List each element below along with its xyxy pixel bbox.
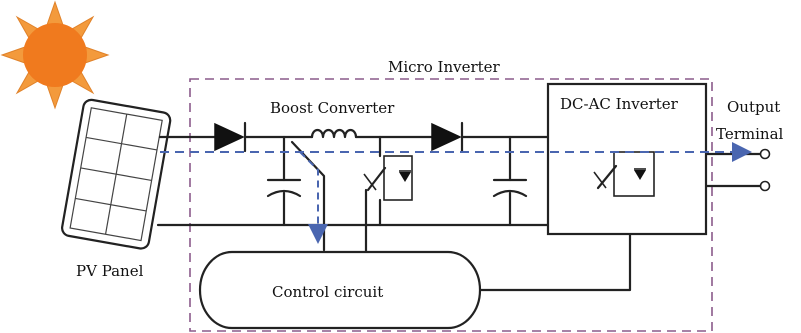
boost-converter-label: Boost Converter	[270, 99, 395, 117]
dc-ac-inverter-box	[546, 82, 708, 236]
pv-panel-icon	[61, 98, 172, 250]
micro-inverter-boundary	[189, 78, 713, 332]
output-label: Output	[727, 98, 780, 116]
terminal-label: Terminal	[716, 125, 784, 143]
control-circuit-label: Control circuit	[272, 283, 383, 301]
output-diode	[431, 121, 464, 153]
output-terminal-negative	[759, 180, 771, 192]
output-terminal-positive	[759, 148, 771, 160]
input-capacitor	[266, 178, 302, 198]
micro-inverter-label: Micro Inverter	[388, 58, 501, 76]
input-diode	[214, 121, 247, 153]
dc-ac-inverter-label: DC-AC Inverter	[560, 95, 679, 113]
boost-flow-arrow	[299, 151, 328, 244]
sun-icon	[0, 0, 110, 110]
sensing-line	[290, 140, 326, 252]
boost-switch	[363, 155, 413, 201]
dc-link-capacitor	[492, 178, 528, 198]
control-circuit: Control circuit	[198, 250, 482, 330]
inductor	[310, 128, 358, 139]
pv-panel-label: PV Panel	[76, 262, 144, 280]
